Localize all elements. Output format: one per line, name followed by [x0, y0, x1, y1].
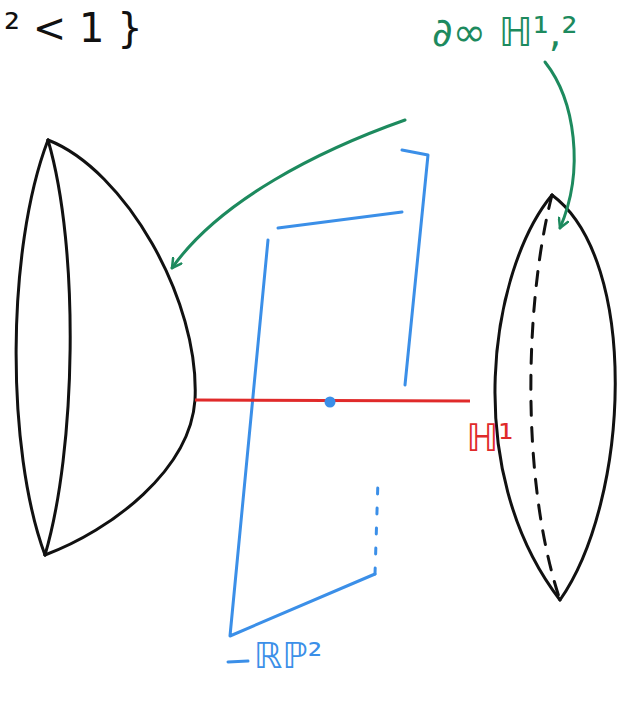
line-label: ℍ¹: [466, 418, 514, 460]
leader-dash: [228, 661, 248, 662]
pointer-arrow: [172, 62, 574, 268]
plane-label: ℝℙ²: [254, 636, 322, 676]
left-boundary-lens: [16, 140, 195, 555]
projective-plane: [228, 150, 428, 662]
set-condition: ² < 1 }: [4, 6, 143, 50]
boundary-label: ∂∞ ℍ¹,²: [432, 10, 578, 54]
center-dot: [325, 397, 336, 408]
right-boundary-lens: [495, 195, 615, 600]
